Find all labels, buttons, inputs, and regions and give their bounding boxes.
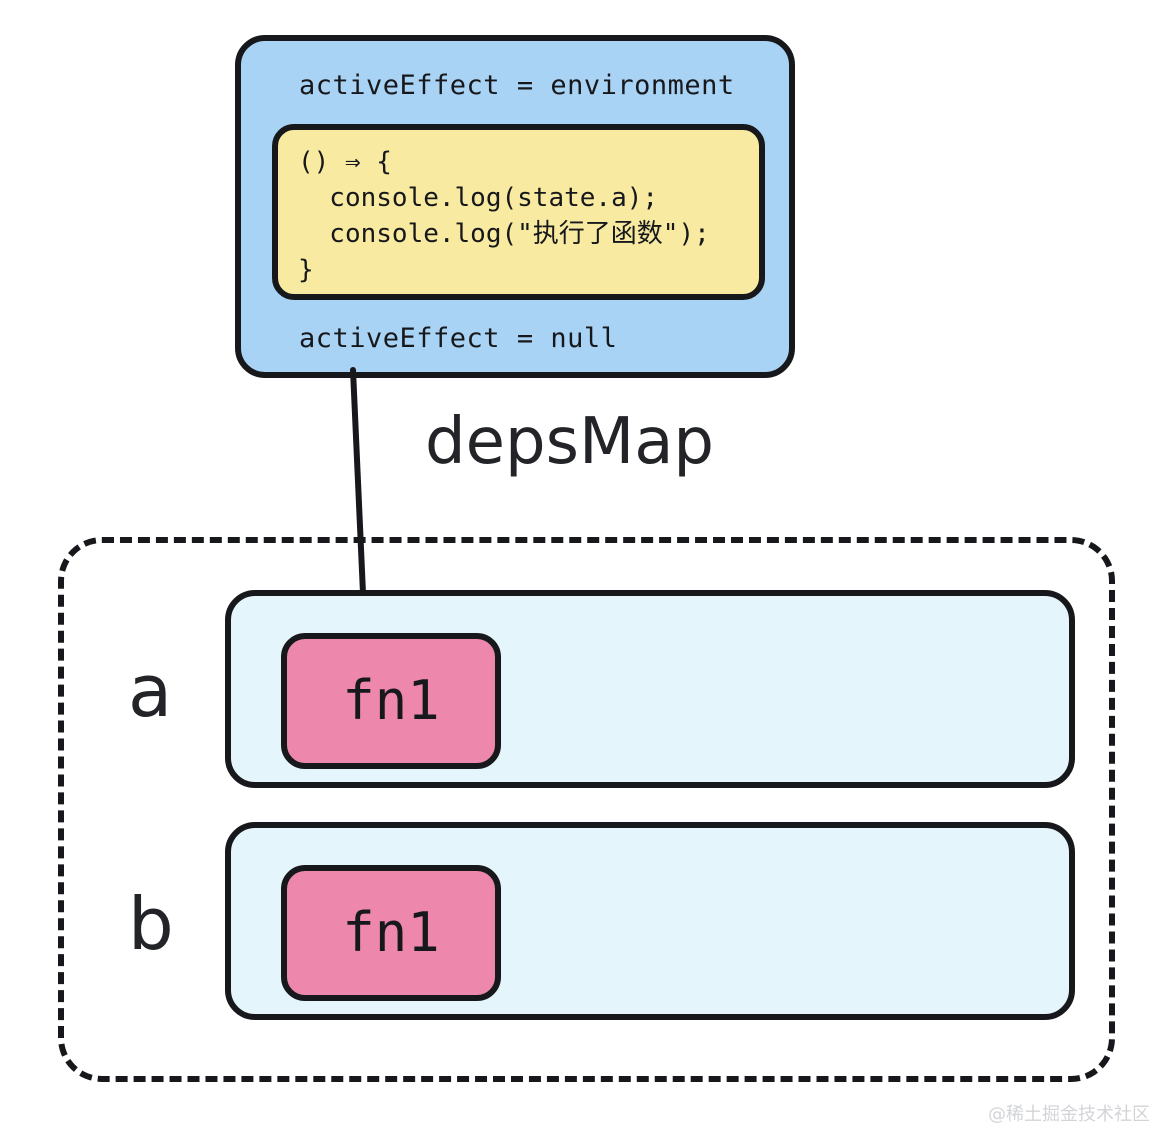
active-effect-assignment-top: activeEffect = environment (299, 70, 735, 101)
dep-effect-chip-a-0[interactable]: fn1 (281, 633, 501, 769)
dep-effect-label: fn1 (342, 901, 440, 964)
effect-function-code-block: () ⇒ { console.log(state.a); console.log… (272, 124, 765, 300)
deps-map-key-b: b (128, 882, 174, 966)
code-line-0: () ⇒ { (298, 147, 392, 177)
deps-map-title: depsMap (425, 405, 715, 479)
deps-map-container (58, 537, 1115, 1082)
deps-map-key-a: a (128, 649, 173, 733)
dep-set-a: fn1 (225, 590, 1075, 788)
code-line-2: console.log("执行了函数"); (298, 219, 710, 249)
code-line-1: console.log(state.a); (298, 183, 659, 213)
code-line-3: } (298, 255, 314, 285)
active-effect-card: activeEffect = environment () ⇒ { consol… (235, 35, 795, 378)
active-effect-assignment-bottom: activeEffect = null (299, 323, 618, 354)
dep-set-b: fn1 (225, 822, 1075, 1020)
dep-effect-label: fn1 (342, 669, 440, 732)
dep-effect-chip-b-0[interactable]: fn1 (281, 865, 501, 1001)
watermark-text: @稀土掘金技术社区 (988, 1104, 1150, 1125)
